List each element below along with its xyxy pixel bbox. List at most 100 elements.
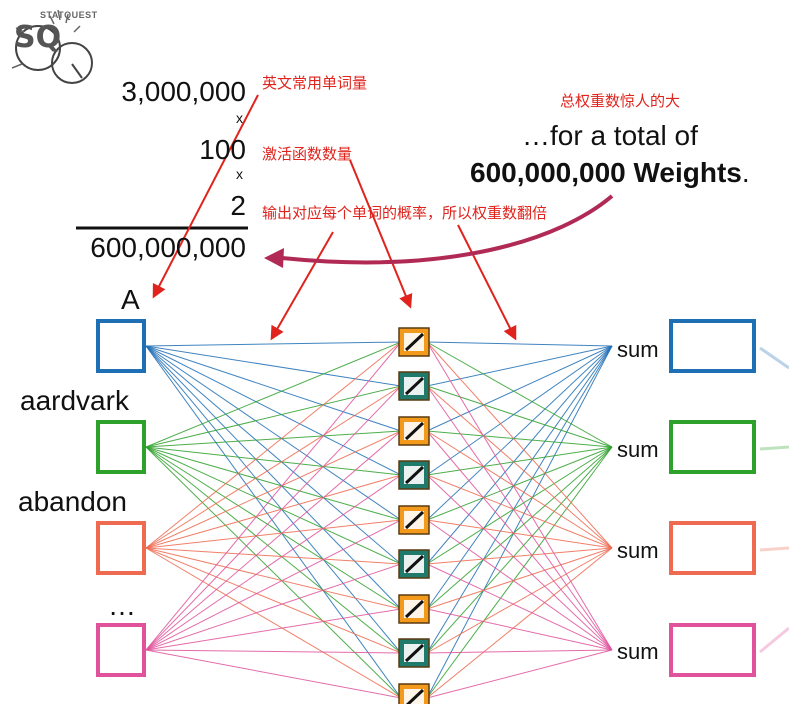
- output-wire: [426, 385, 613, 651]
- output-wire: [426, 547, 613, 699]
- fading-output-line: [759, 546, 789, 552]
- output-wire: [426, 430, 613, 448]
- input-wire: [145, 446, 402, 476]
- sum-label-1: sum: [617, 337, 659, 362]
- input-box: [96, 319, 146, 373]
- output-box: [669, 319, 756, 373]
- input-wire: [145, 430, 402, 651]
- output-wire: [426, 446, 613, 610]
- input-wire: [145, 430, 402, 549]
- output-wire: [426, 446, 613, 654]
- output-wire: [426, 649, 613, 699]
- input-wire: [145, 446, 402, 654]
- input-wire: [145, 345, 402, 432]
- output-wire: [426, 341, 613, 448]
- input-wire: [145, 649, 402, 699]
- input-wire: [145, 385, 402, 651]
- input-wire: [145, 345, 402, 699]
- sum-label-4: sum: [617, 639, 659, 664]
- input-wire: [145, 341, 402, 549]
- output-wire: [426, 547, 613, 565]
- total-line-2: 600,000,000 Weights.: [470, 157, 750, 189]
- input-boxes: [96, 319, 146, 677]
- total-period: .: [741, 157, 750, 188]
- output-wire: [426, 345, 613, 387]
- output-box: [669, 420, 756, 474]
- input-label-aardvark: aardvark: [20, 385, 129, 416]
- input-wire: [145, 446, 402, 565]
- output-wire: [426, 385, 613, 549]
- relu-icon: [398, 505, 430, 535]
- output-wire: [426, 649, 613, 654]
- output-wire: [426, 341, 613, 651]
- total-line-1: …for a total of: [522, 120, 698, 151]
- connection-lines: [145, 341, 613, 699]
- input-wire: [145, 474, 402, 549]
- annotation-arrows: [152, 94, 517, 341]
- relu-line: [404, 376, 425, 396]
- output-wire: [426, 345, 613, 610]
- input-wire: [145, 341, 402, 448]
- output-wire: [426, 547, 613, 654]
- input-wire: [145, 345, 402, 521]
- annotation-activations: 激活函数数量: [262, 145, 353, 163]
- input-wire: [145, 345, 402, 565]
- annotation-double: 输出对应每个单词的概率，所以权重数翻倍: [262, 204, 548, 222]
- output-wire: [426, 430, 613, 651]
- relu-line: [404, 599, 425, 619]
- input-wire: [145, 385, 402, 448]
- input-wire: [145, 345, 402, 610]
- output-boxes: [669, 319, 756, 677]
- output-wire: [426, 474, 613, 651]
- input-box: [96, 420, 146, 474]
- output-wire: [426, 547, 613, 610]
- output-wire: [426, 474, 613, 549]
- output-wire: [426, 446, 613, 565]
- output-wire: [426, 430, 613, 549]
- output-wire: [426, 608, 613, 651]
- fading-output-lines: [759, 346, 789, 654]
- output-box: [669, 623, 756, 677]
- output-wire: [426, 341, 613, 347]
- output-wire: [426, 345, 613, 476]
- output-wire: [426, 341, 613, 549]
- curved-arrow: [264, 194, 614, 268]
- input-wire: [145, 341, 402, 347]
- input-wire: [145, 608, 402, 651]
- output-wire: [426, 446, 613, 699]
- relu-line: [405, 688, 425, 704]
- fading-output-line: [759, 445, 789, 451]
- input-wire: [145, 519, 402, 549]
- output-wire: [426, 345, 613, 654]
- sum-label-3: sum: [617, 538, 659, 563]
- input-label-ellipsis: …: [108, 590, 136, 621]
- output-wire: [426, 345, 613, 521]
- vocab-count: 3,000,000: [121, 76, 246, 107]
- input-wire: [145, 345, 402, 387]
- output-wire: [426, 563, 613, 651]
- relu-icon: [398, 549, 430, 579]
- total-weights: 600,000,000 Weights: [470, 157, 742, 188]
- output-wire: [426, 519, 613, 549]
- logo-banner-text: STATQUEST: [40, 10, 98, 20]
- input-label-a: A: [121, 284, 140, 315]
- times-sign-1: x: [236, 110, 243, 126]
- input-box: [96, 521, 146, 575]
- input-box: [96, 623, 146, 677]
- output-box: [669, 521, 756, 575]
- output-wire: [426, 345, 613, 565]
- logo-banner: STATQUEST: [40, 10, 98, 20]
- input-wire: [145, 547, 402, 654]
- multiplier-two: 2: [230, 190, 246, 221]
- relu-icon: [398, 638, 430, 668]
- output-wire: [426, 446, 613, 521]
- relu-icon: [398, 460, 430, 490]
- relu-icon: [398, 371, 430, 401]
- input-wire: [145, 341, 402, 651]
- activation-functions: [398, 327, 430, 704]
- output-wire: [426, 345, 613, 699]
- statquest-logo: [11, 9, 93, 84]
- output-wire: [426, 385, 613, 448]
- logo-letters: SQ: [14, 20, 61, 55]
